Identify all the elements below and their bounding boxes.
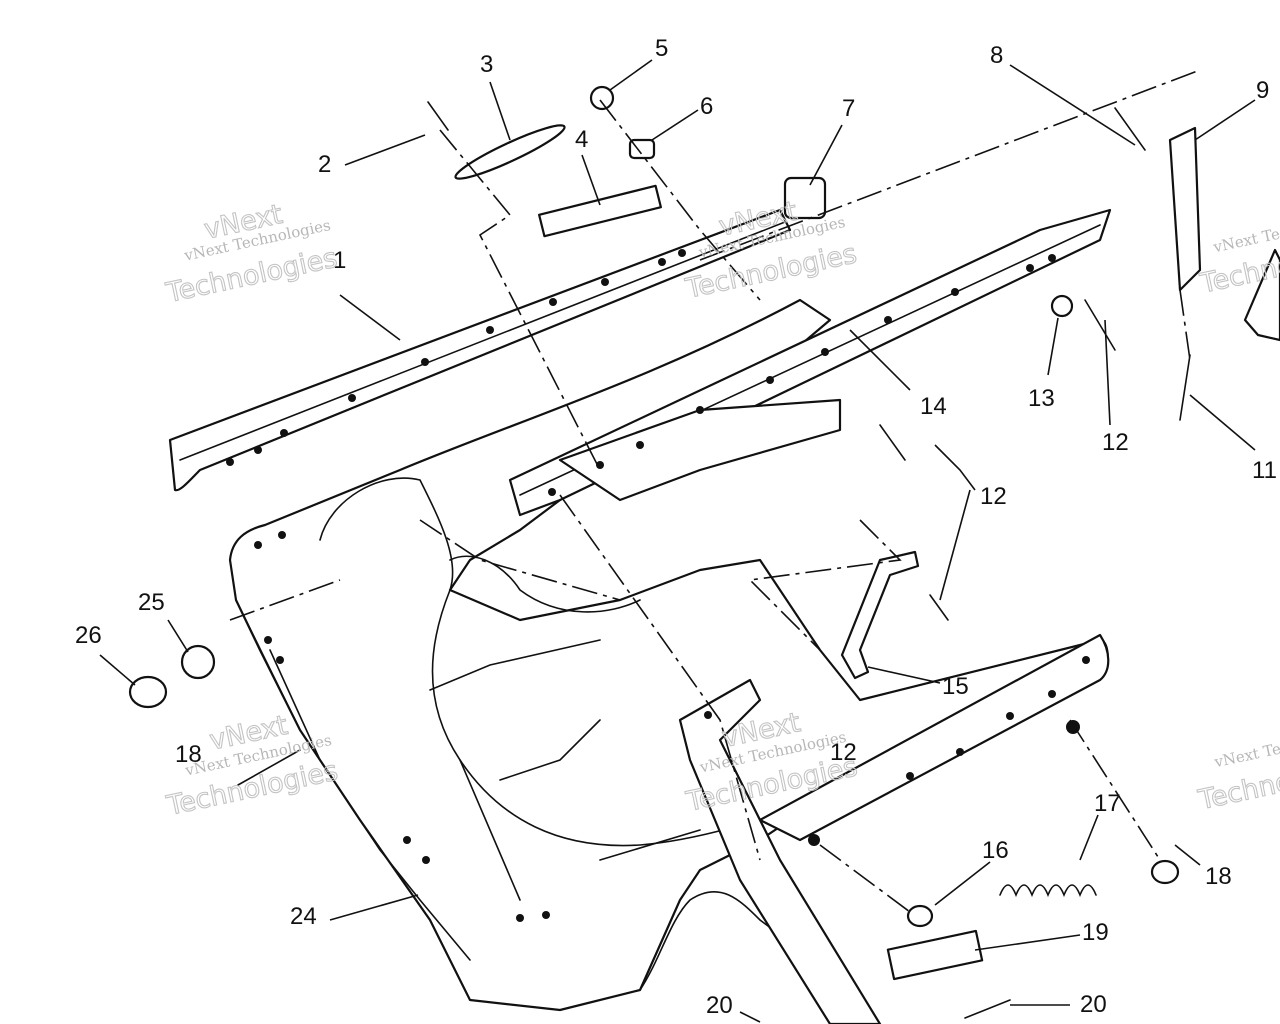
clip-part-7 bbox=[783, 176, 827, 220]
rail-part-1 bbox=[168, 208, 792, 492]
callout-17: 17 bbox=[1094, 790, 1121, 817]
callout-12-lower: 12 bbox=[830, 739, 857, 766]
callout-18-right: 18 bbox=[1205, 863, 1232, 890]
mounting-holes bbox=[226, 249, 1090, 922]
pin-part-12b bbox=[879, 424, 906, 461]
plate-part-19 bbox=[886, 929, 984, 981]
watermark-top-left: vNext Technologies vNext Technologies bbox=[162, 198, 340, 309]
cap-part-26 bbox=[128, 675, 168, 709]
callout-19: 19 bbox=[1082, 919, 1109, 946]
callout-7: 7 bbox=[842, 95, 855, 122]
hinge-part-9 bbox=[1168, 126, 1202, 292]
callout-16: 16 bbox=[982, 837, 1009, 864]
right-side-plate bbox=[758, 633, 1110, 842]
bracket-part-15 bbox=[840, 550, 920, 680]
svg-text:vNext Technologies: vNext Technologies bbox=[1211, 208, 1280, 257]
pin-part-18 bbox=[237, 749, 301, 786]
frame-lower-edge bbox=[235, 599, 471, 961]
nut-part-5 bbox=[589, 85, 615, 111]
callout-labels: 1 2 3 4 5 6 7 8 9 11 12 12 12 12 13 14 1… bbox=[75, 35, 1277, 1019]
callout-25: 25 bbox=[138, 589, 165, 616]
callout-15: 15 bbox=[942, 673, 969, 700]
center-beam bbox=[678, 678, 882, 1024]
callout-9: 9 bbox=[1256, 77, 1269, 104]
spring-part-17 bbox=[999, 884, 1097, 898]
pin-part-2 bbox=[427, 101, 449, 131]
cap-part-16 bbox=[906, 904, 934, 928]
pin-part-11 bbox=[1179, 354, 1191, 421]
callout-1: 1 bbox=[333, 247, 346, 274]
callout-11: 11 bbox=[1252, 457, 1277, 484]
strip-part-4 bbox=[538, 184, 662, 238]
frame-inner-rim bbox=[319, 477, 821, 847]
pad-part-3 bbox=[454, 124, 566, 180]
pin-part-12a bbox=[1084, 299, 1116, 351]
pin-part-20 bbox=[964, 999, 1011, 1019]
bolt-part-6 bbox=[628, 138, 656, 160]
callout-20-right: 20 bbox=[1080, 991, 1107, 1018]
callout-leaders bbox=[99, 59, 1256, 1023]
cap-part-18 bbox=[1150, 859, 1180, 885]
callout-12-upper-right: 12 bbox=[1102, 429, 1129, 456]
watermark-bottom-right: vNext Technologies Technologies bbox=[1195, 723, 1280, 817]
callout-18-left: 18 bbox=[175, 741, 202, 768]
frame-inner-pan bbox=[429, 555, 701, 901]
callout-12-center: 12 bbox=[980, 483, 1007, 510]
pin-part-8 bbox=[1114, 107, 1146, 151]
watermark-top-center: vNext Technologies vNext Technologies bbox=[682, 195, 860, 305]
callout-20-left: 20 bbox=[706, 992, 733, 1019]
watermark-top-right: vNext Technologies Technologies bbox=[1196, 208, 1280, 301]
assembly-centerlines bbox=[229, 69, 1201, 913]
callout-2: 2 bbox=[318, 151, 331, 178]
callout-14: 14 bbox=[920, 393, 947, 420]
frame-rear-lip bbox=[639, 890, 881, 1024]
pin-part-12c bbox=[929, 594, 949, 621]
callout-26: 26 bbox=[75, 622, 102, 649]
callout-24: 24 bbox=[290, 903, 317, 930]
callout-3: 3 bbox=[480, 51, 493, 78]
svg-text:vNext Technologies: vNext Technologies bbox=[1212, 723, 1280, 772]
callout-8: 8 bbox=[990, 42, 1003, 69]
callout-13: 13 bbox=[1028, 385, 1055, 412]
hinge-link bbox=[1243, 248, 1280, 342]
callout-6: 6 bbox=[700, 93, 713, 120]
bushing-part-25 bbox=[180, 644, 216, 680]
callout-5: 5 bbox=[655, 35, 668, 62]
grommet-part-13 bbox=[1050, 294, 1074, 318]
rail-1-edge bbox=[179, 221, 786, 461]
callout-4: 4 bbox=[575, 126, 588, 153]
